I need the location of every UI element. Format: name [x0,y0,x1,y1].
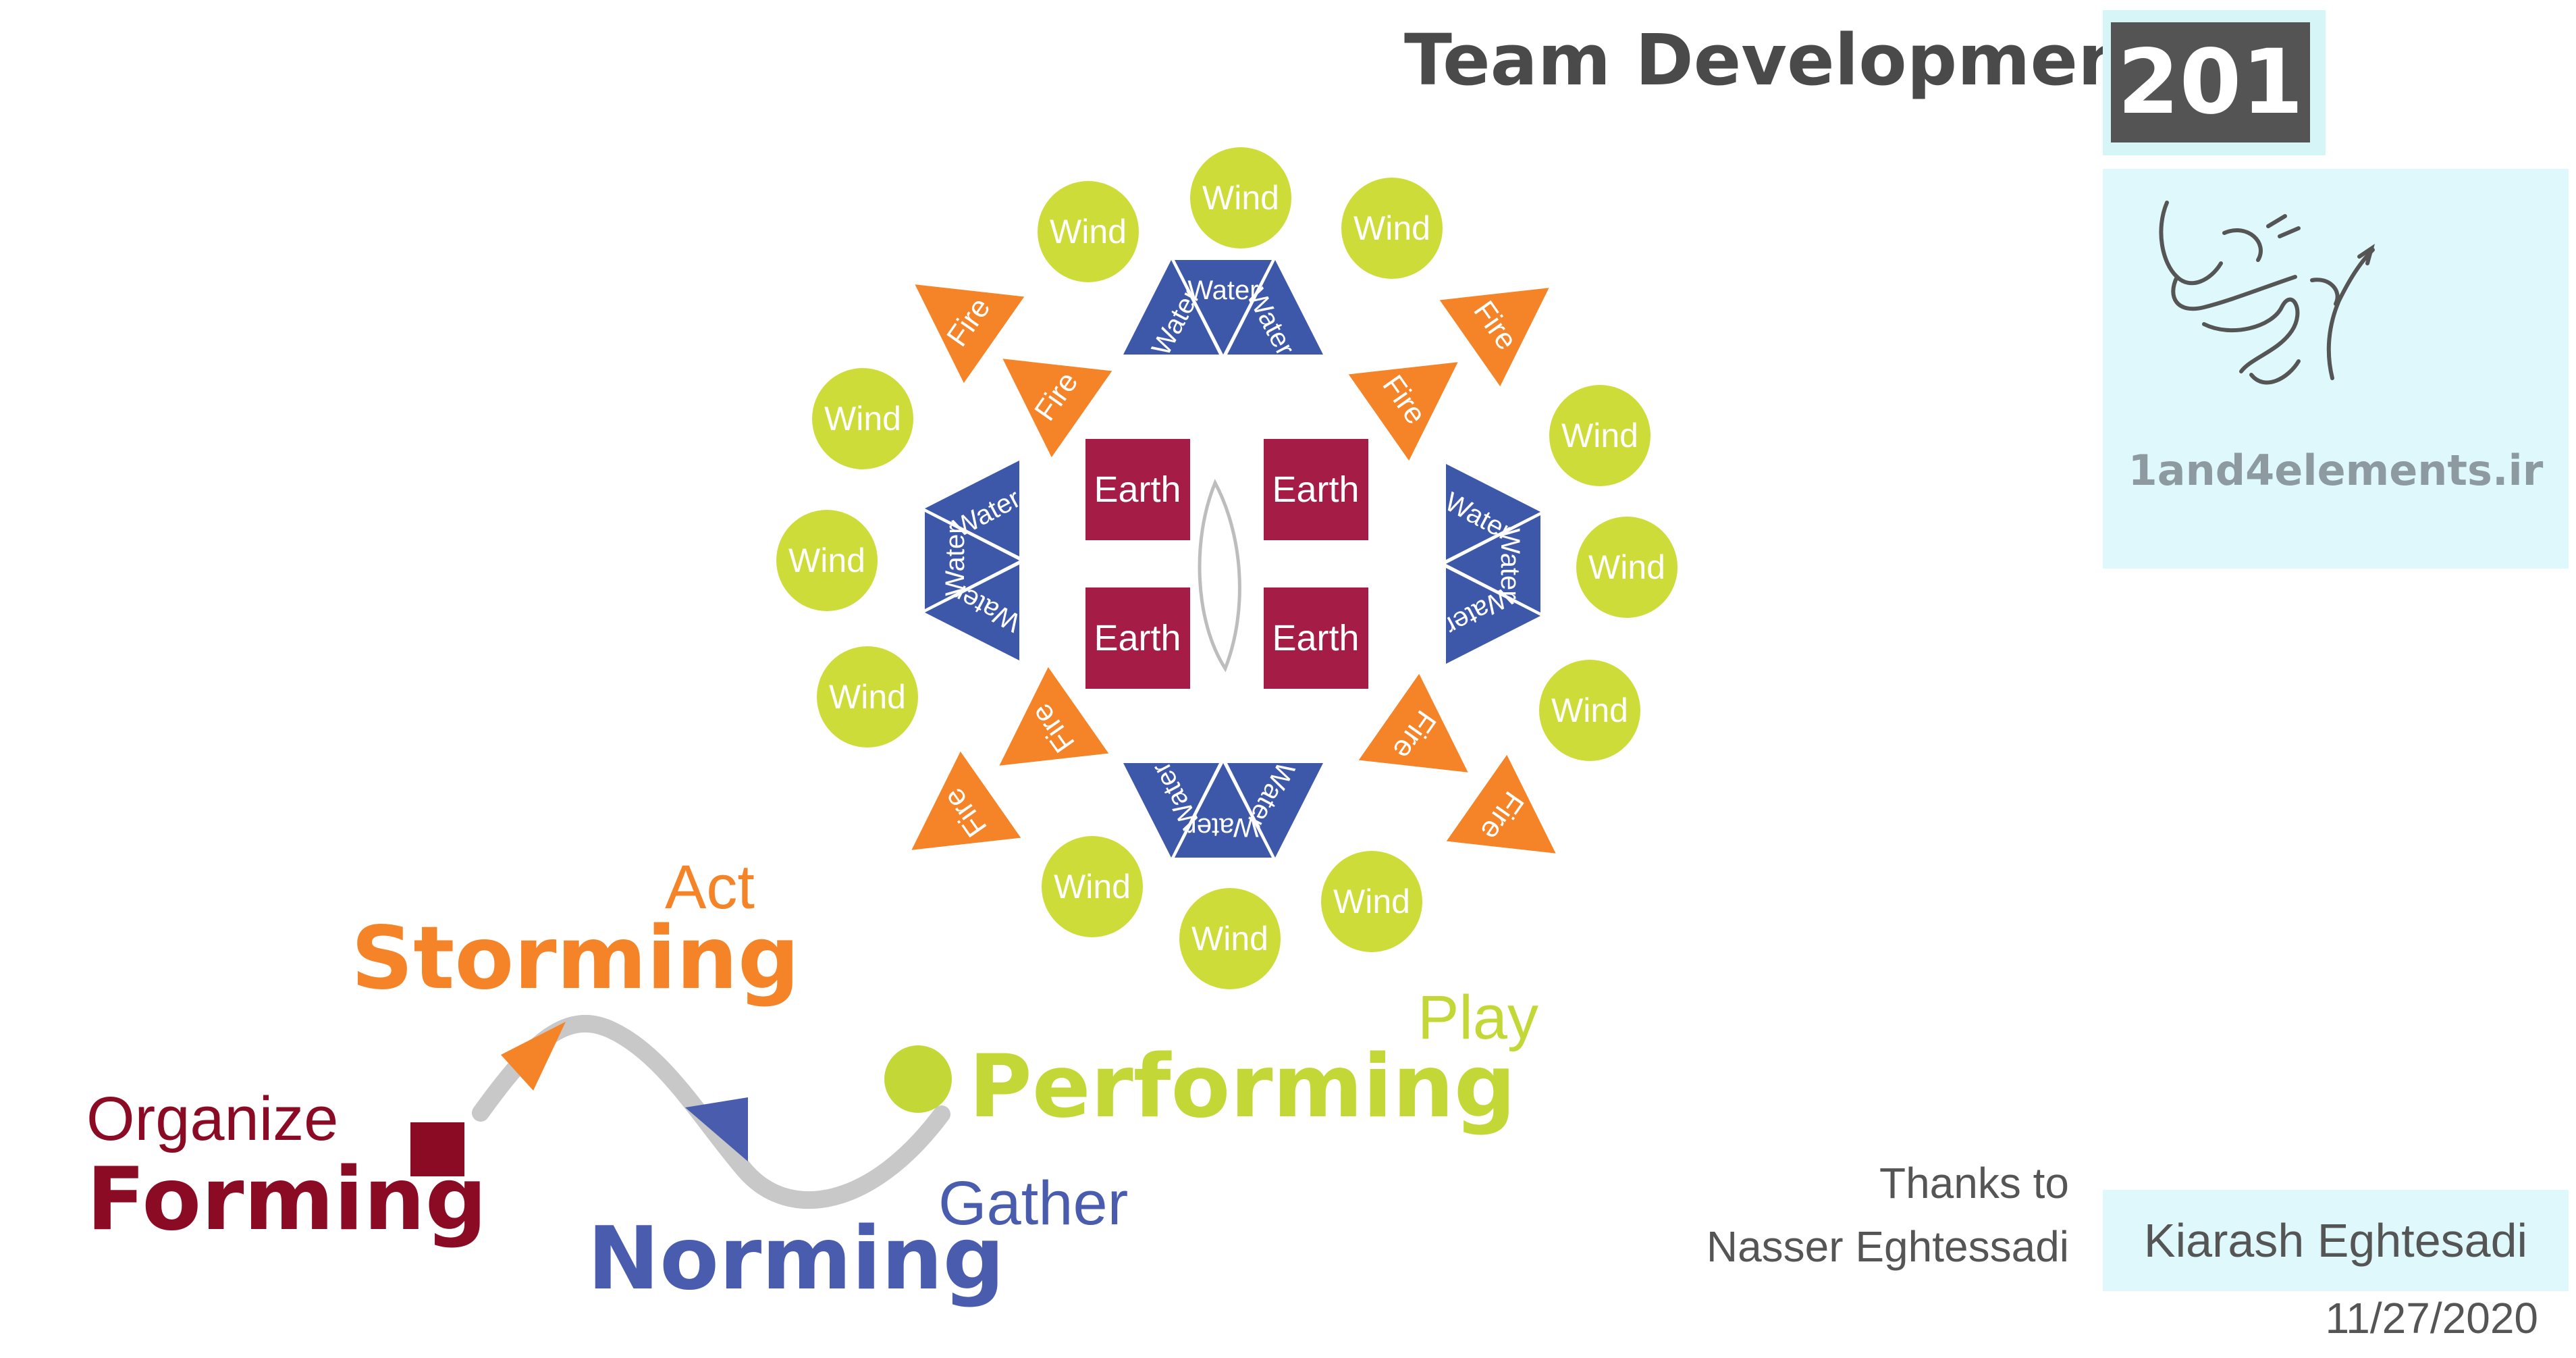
author-box: Kiarash Eghtesadi [2103,1190,2569,1291]
wind-label: Wind [824,400,901,438]
water-triangle [925,461,1019,556]
water-triangle [1446,568,1540,664]
water-triangle [1227,763,1323,858]
wind-label: Wind [1551,691,1628,729]
fire-shape [1358,673,1468,773]
wind-label: Wind [1202,179,1279,217]
author-name: Kiarash Eghtesadi [2143,1214,2528,1267]
wind-label: Wind [1561,417,1638,454]
wind-label: Wind [829,678,906,716]
water-triangle [1227,260,1323,355]
wind-label: Wind [788,542,865,579]
earth-square [1264,439,1368,540]
fire-shape [1002,359,1112,458]
stage-name-norming: Norming [587,1209,1005,1309]
calligraphy-logo-icon [2159,201,2376,385]
arrow-head-icon [501,1022,566,1091]
wind-label: Wind [1333,883,1410,920]
fire-shape [1348,362,1458,461]
square-icon [410,1122,464,1176]
wind-circle [1576,517,1678,618]
fire-triangle: Fire [999,667,1109,766]
earth-label: Earth [1272,469,1359,510]
earth-square [1085,439,1190,540]
stage-verb-gather: Gather [938,1169,1129,1238]
fire-shape [1446,754,1556,854]
water-triangle [925,512,1019,609]
fire-triangle: Fire [1446,754,1556,854]
wind-label: Wind [1050,213,1127,251]
wind-circle [1539,660,1640,761]
wind-label: Wind [1588,548,1665,586]
course-number: 201 [2111,22,2310,142]
wind-circle [1549,385,1651,486]
water-label: Water [1187,812,1258,842]
date: 11/27/2020 [2325,1294,2538,1342]
wind-circle [1190,147,1291,249]
earth-label: Earth [1272,618,1359,658]
wind-label: Wind [1353,209,1430,247]
water-label: Water [940,525,970,596]
fire-triangle: Fire [1439,288,1549,387]
brand-site: 1and4elements.ir [2128,446,2544,495]
credits-thanks: Thanks to Nasser Eghtessadi [1620,1151,2069,1278]
fire-triangle: Fire [1002,359,1112,458]
earth-label: Earth [1094,618,1181,658]
brand-panel: 1and4elements.ir [2103,169,2569,569]
stage-name-forming: Forming [86,1149,487,1250]
water-triangle [1175,260,1272,355]
water-triangle [1123,260,1219,355]
water-triangle [925,565,1019,660]
water-label: Water [1187,276,1258,305]
water-triangle [1446,515,1540,612]
wind-circle [812,368,913,469]
wind-label: Wind [1191,920,1268,958]
water-label: Water [1495,528,1525,599]
leaf-icon [1198,479,1241,673]
circle-icon [884,1045,952,1113]
wind-circle [1042,836,1143,937]
thanks-line-1: Thanks to [1879,1159,2069,1207]
fire-triangle: Fire [911,751,1021,850]
stage-name-storming: Storming [351,908,800,1009]
course-badge: 201 [2103,10,2326,155]
fire-triangle: Fire [1358,673,1468,773]
stage-verb-act: Act [665,853,755,922]
wind-circle [817,646,918,748]
stage-verb-play: Play [1418,983,1538,1052]
page-title: Team Development [1404,19,2162,101]
earth-square [1264,587,1368,689]
fire-shape [1439,288,1549,387]
water-triangle [1175,763,1272,858]
wind-circle [776,510,878,611]
wind-circle [1321,851,1422,952]
stage-name-performing: Performing [969,1037,1516,1137]
earth-label: Earth [1094,469,1181,510]
wind-circle [1038,181,1139,282]
fire-triangle: Fire [915,284,1025,384]
wind-circle [1179,888,1281,989]
fire-shape [999,667,1109,766]
stage-verb-organize: Organize [86,1085,339,1153]
thanks-line-2: Nasser Eghtessadi [1706,1222,2069,1271]
earth-square [1085,587,1190,689]
wind-label: Wind [1054,868,1131,906]
wind-circle [1341,178,1443,279]
fire-triangle: Fire [1348,362,1458,461]
fire-shape [915,284,1025,384]
water-triangle [1446,464,1540,560]
fire-shape [911,751,1021,850]
triangle-icon [685,1097,748,1161]
water-triangle [1123,763,1219,858]
